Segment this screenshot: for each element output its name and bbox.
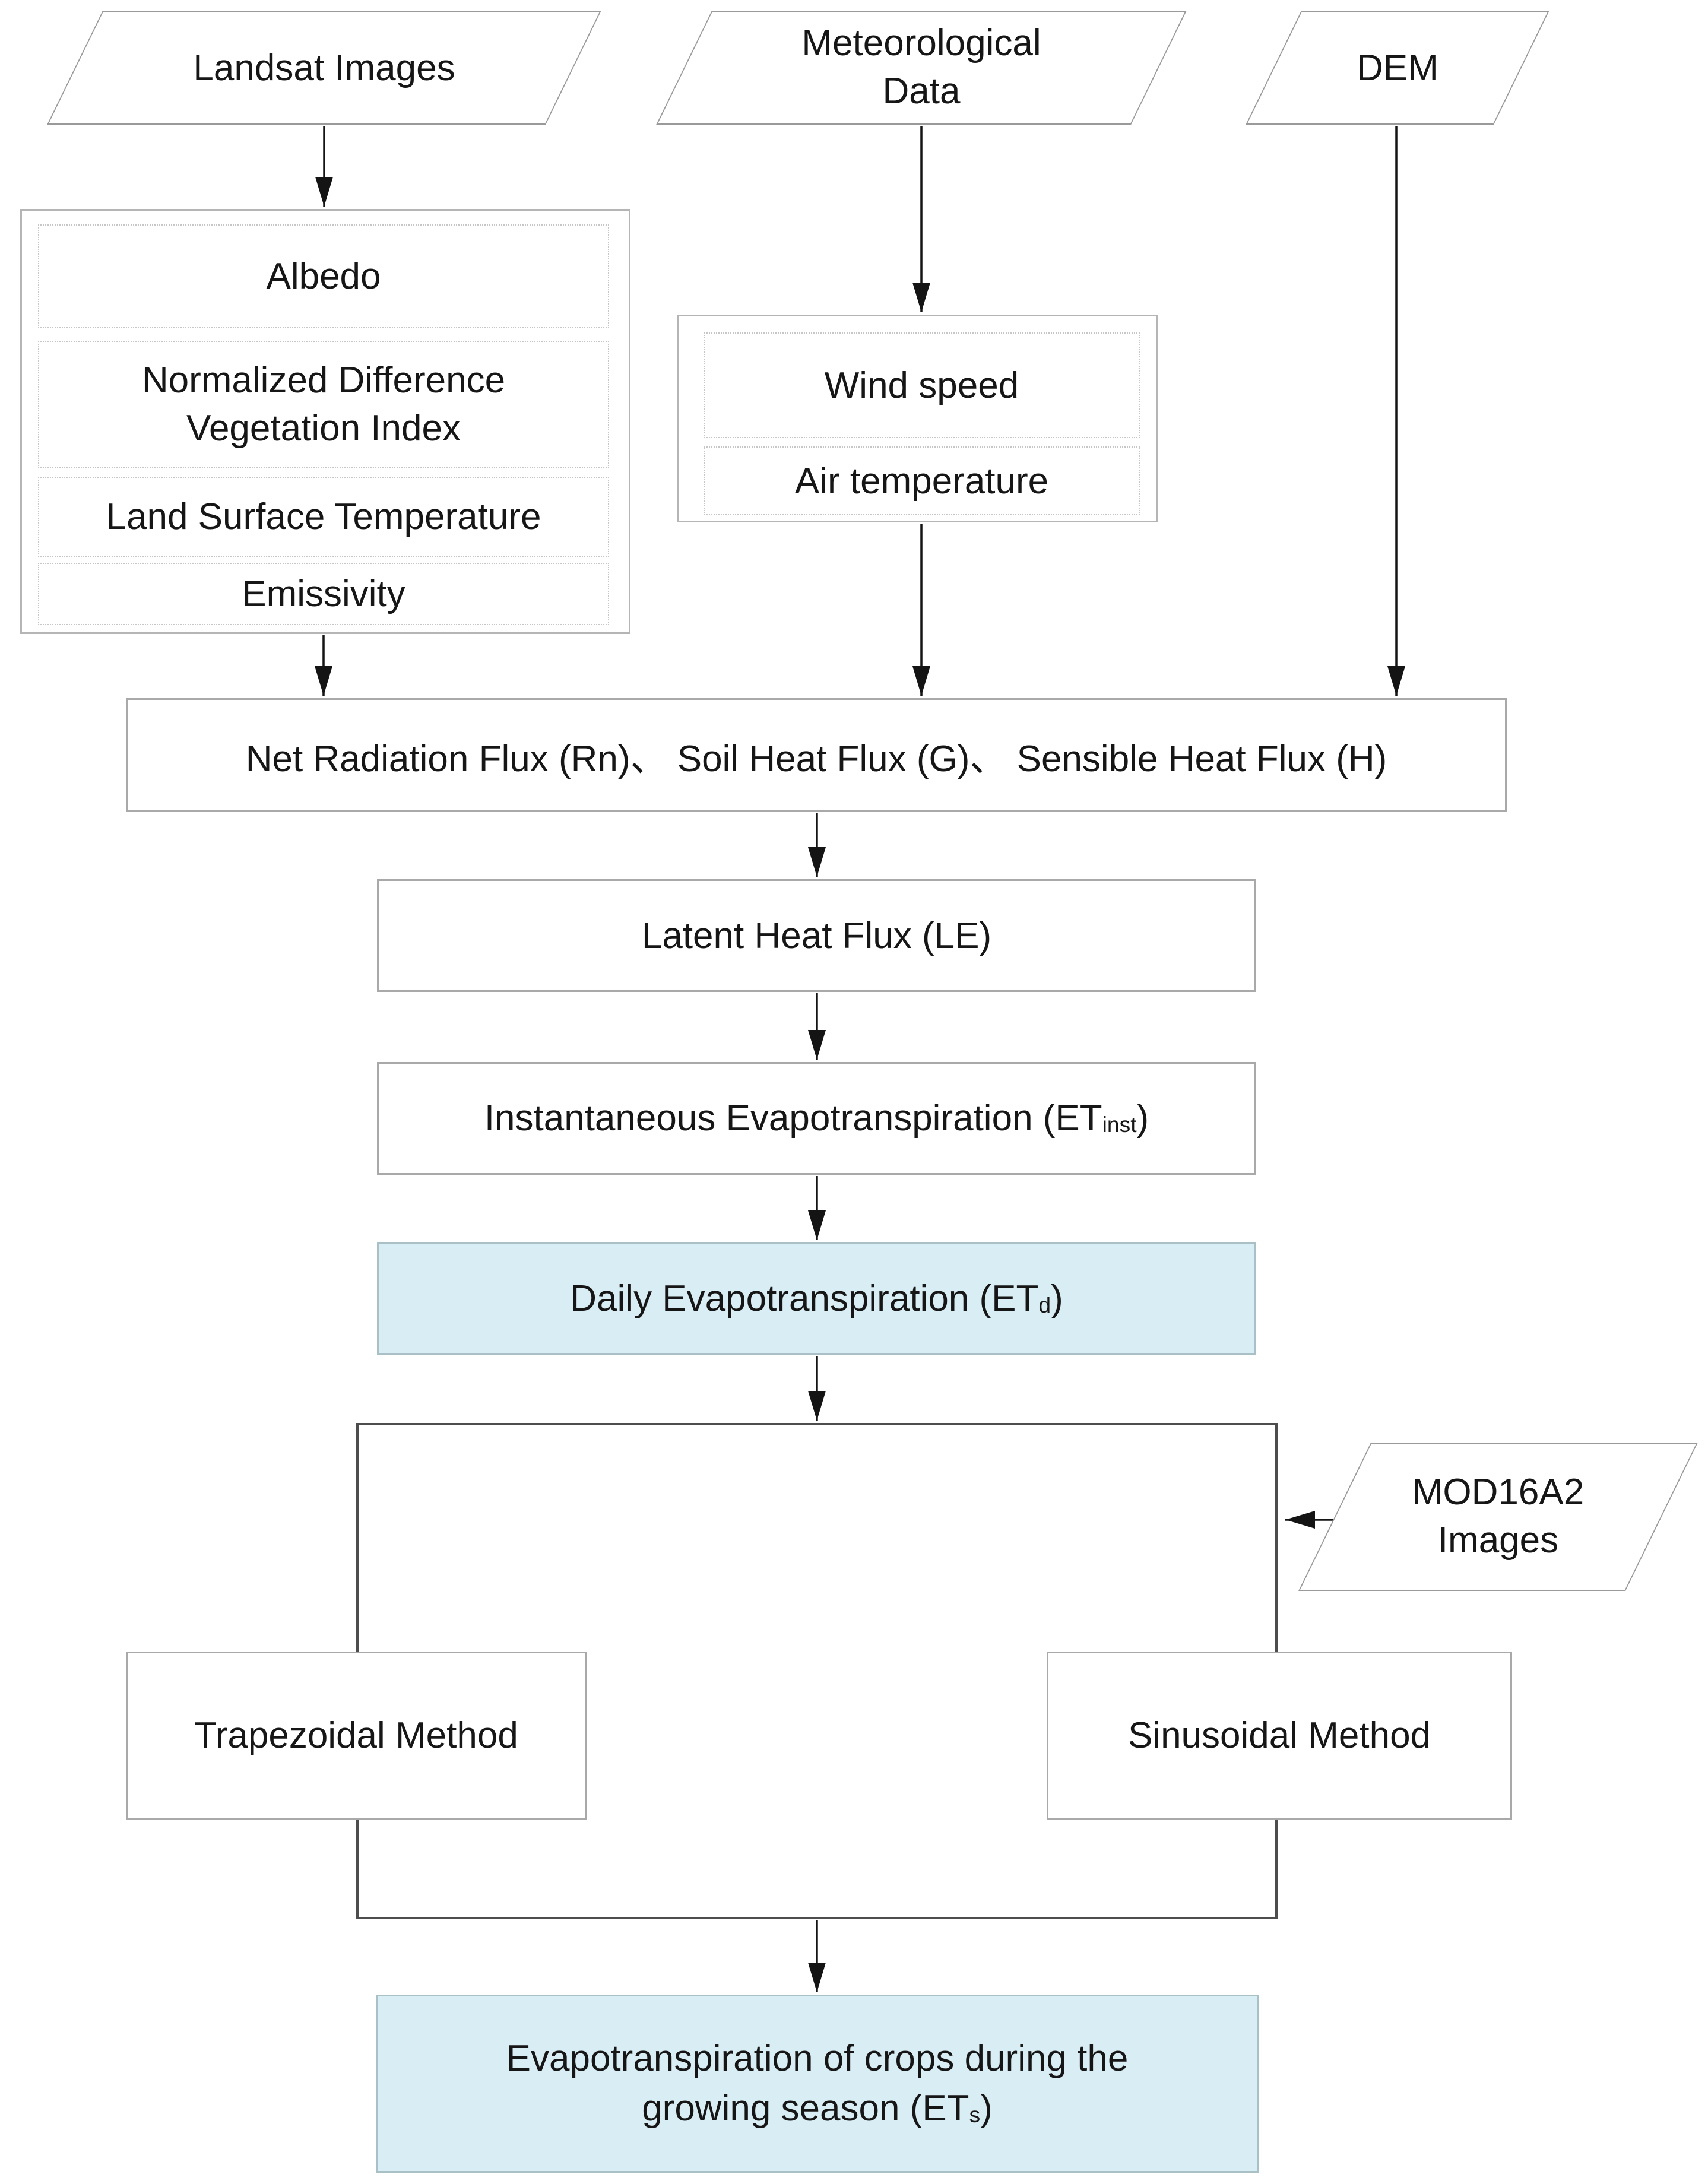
dem-label: DEM xyxy=(1357,47,1438,88)
instantaneous-et-text: Instantaneous Evapotranspiration (ET xyxy=(484,1098,1102,1139)
instantaneous-et-subscript: inst xyxy=(1102,1112,1137,1137)
dem-parallelogram: DEM xyxy=(1246,11,1549,125)
instantaneous-et-close: ) xyxy=(1136,1098,1149,1139)
meteorological-data-label: Meteorological Data xyxy=(801,23,1041,112)
daily-et-close: ) xyxy=(1051,1278,1063,1320)
wind-speed-label: Wind speed xyxy=(824,364,1019,406)
albedo-label: Albedo xyxy=(266,256,381,297)
daily-et-box: Daily Evapotranspiration (ETd) xyxy=(377,1242,1256,1355)
mod16a2-parallelogram: MOD16A2 Images xyxy=(1298,1443,1698,1591)
ndvi-box: Normalized Difference Vegetation Index xyxy=(38,341,609,468)
mod16a2-label: MOD16A2 Images xyxy=(1412,1472,1585,1561)
albedo-box: Albedo xyxy=(38,224,609,328)
instantaneous-et-box: Instantaneous Evapotranspiration (ETinst… xyxy=(377,1062,1256,1175)
wind-speed-box: Wind speed xyxy=(704,332,1140,438)
seasonal-et-box: Evapotranspiration of crops during the g… xyxy=(376,1995,1259,2173)
ndvi-label: Normalized Difference Vegetation Index xyxy=(141,359,506,449)
land-surface-temperature-box: Land Surface Temperature xyxy=(38,477,609,557)
daily-et-text: Daily Evapotranspiration (ET xyxy=(570,1278,1039,1320)
daily-et-label: Daily Evapotranspiration (ETd) xyxy=(570,1274,1063,1324)
sinusoidal-method-box: Sinusoidal Method xyxy=(1047,1652,1512,1820)
seasonal-et-line1: Evapotranspiration of crops during the xyxy=(506,2038,1129,2080)
seasonal-et-close: ) xyxy=(980,2088,993,2129)
latent-heat-box: Latent Heat Flux (LE) xyxy=(377,879,1256,992)
trapezoidal-method-box: Trapezoidal Method xyxy=(126,1652,587,1820)
instantaneous-et-label: Instantaneous Evapotranspiration (ETinst… xyxy=(484,1093,1149,1143)
latent-heat-label: Latent Heat Flux (LE) xyxy=(641,915,992,956)
daily-et-subscript: d xyxy=(1038,1292,1051,1318)
emissivity-box: Emissivity xyxy=(38,563,609,625)
fluxes-label: Net Radiation Flux (Rn)、 Soil Heat Flux … xyxy=(245,738,1387,779)
sinusoidal-method-label: Sinusoidal Method xyxy=(1127,1715,1431,1756)
land-surface-temperature-label: Land Surface Temperature xyxy=(106,496,541,537)
landsat-images-label: Landsat Images xyxy=(193,47,455,88)
meteo-variables-group: Wind speed Air temperature xyxy=(677,315,1158,522)
seasonal-et-line2: growing season (ETs) xyxy=(642,2084,993,2134)
landsat-products-group: Albedo Normalized Difference Vegetation … xyxy=(20,209,630,634)
air-temperature-box: Air temperature xyxy=(704,446,1140,515)
seasonal-et-subscript: s xyxy=(969,2101,981,2127)
seasonal-et-text: growing season (ET xyxy=(642,2088,969,2129)
trapezoidal-method-label: Trapezoidal Method xyxy=(194,1715,518,1756)
air-temperature-label: Air temperature xyxy=(794,460,1049,502)
meteorological-data-parallelogram: Meteorological Data xyxy=(656,11,1187,125)
emissivity-label: Emissivity xyxy=(242,573,405,614)
fluxes-box: Net Radiation Flux (Rn)、 Soil Heat Flux … xyxy=(126,698,1507,812)
landsat-images-parallelogram: Landsat Images xyxy=(47,11,601,125)
